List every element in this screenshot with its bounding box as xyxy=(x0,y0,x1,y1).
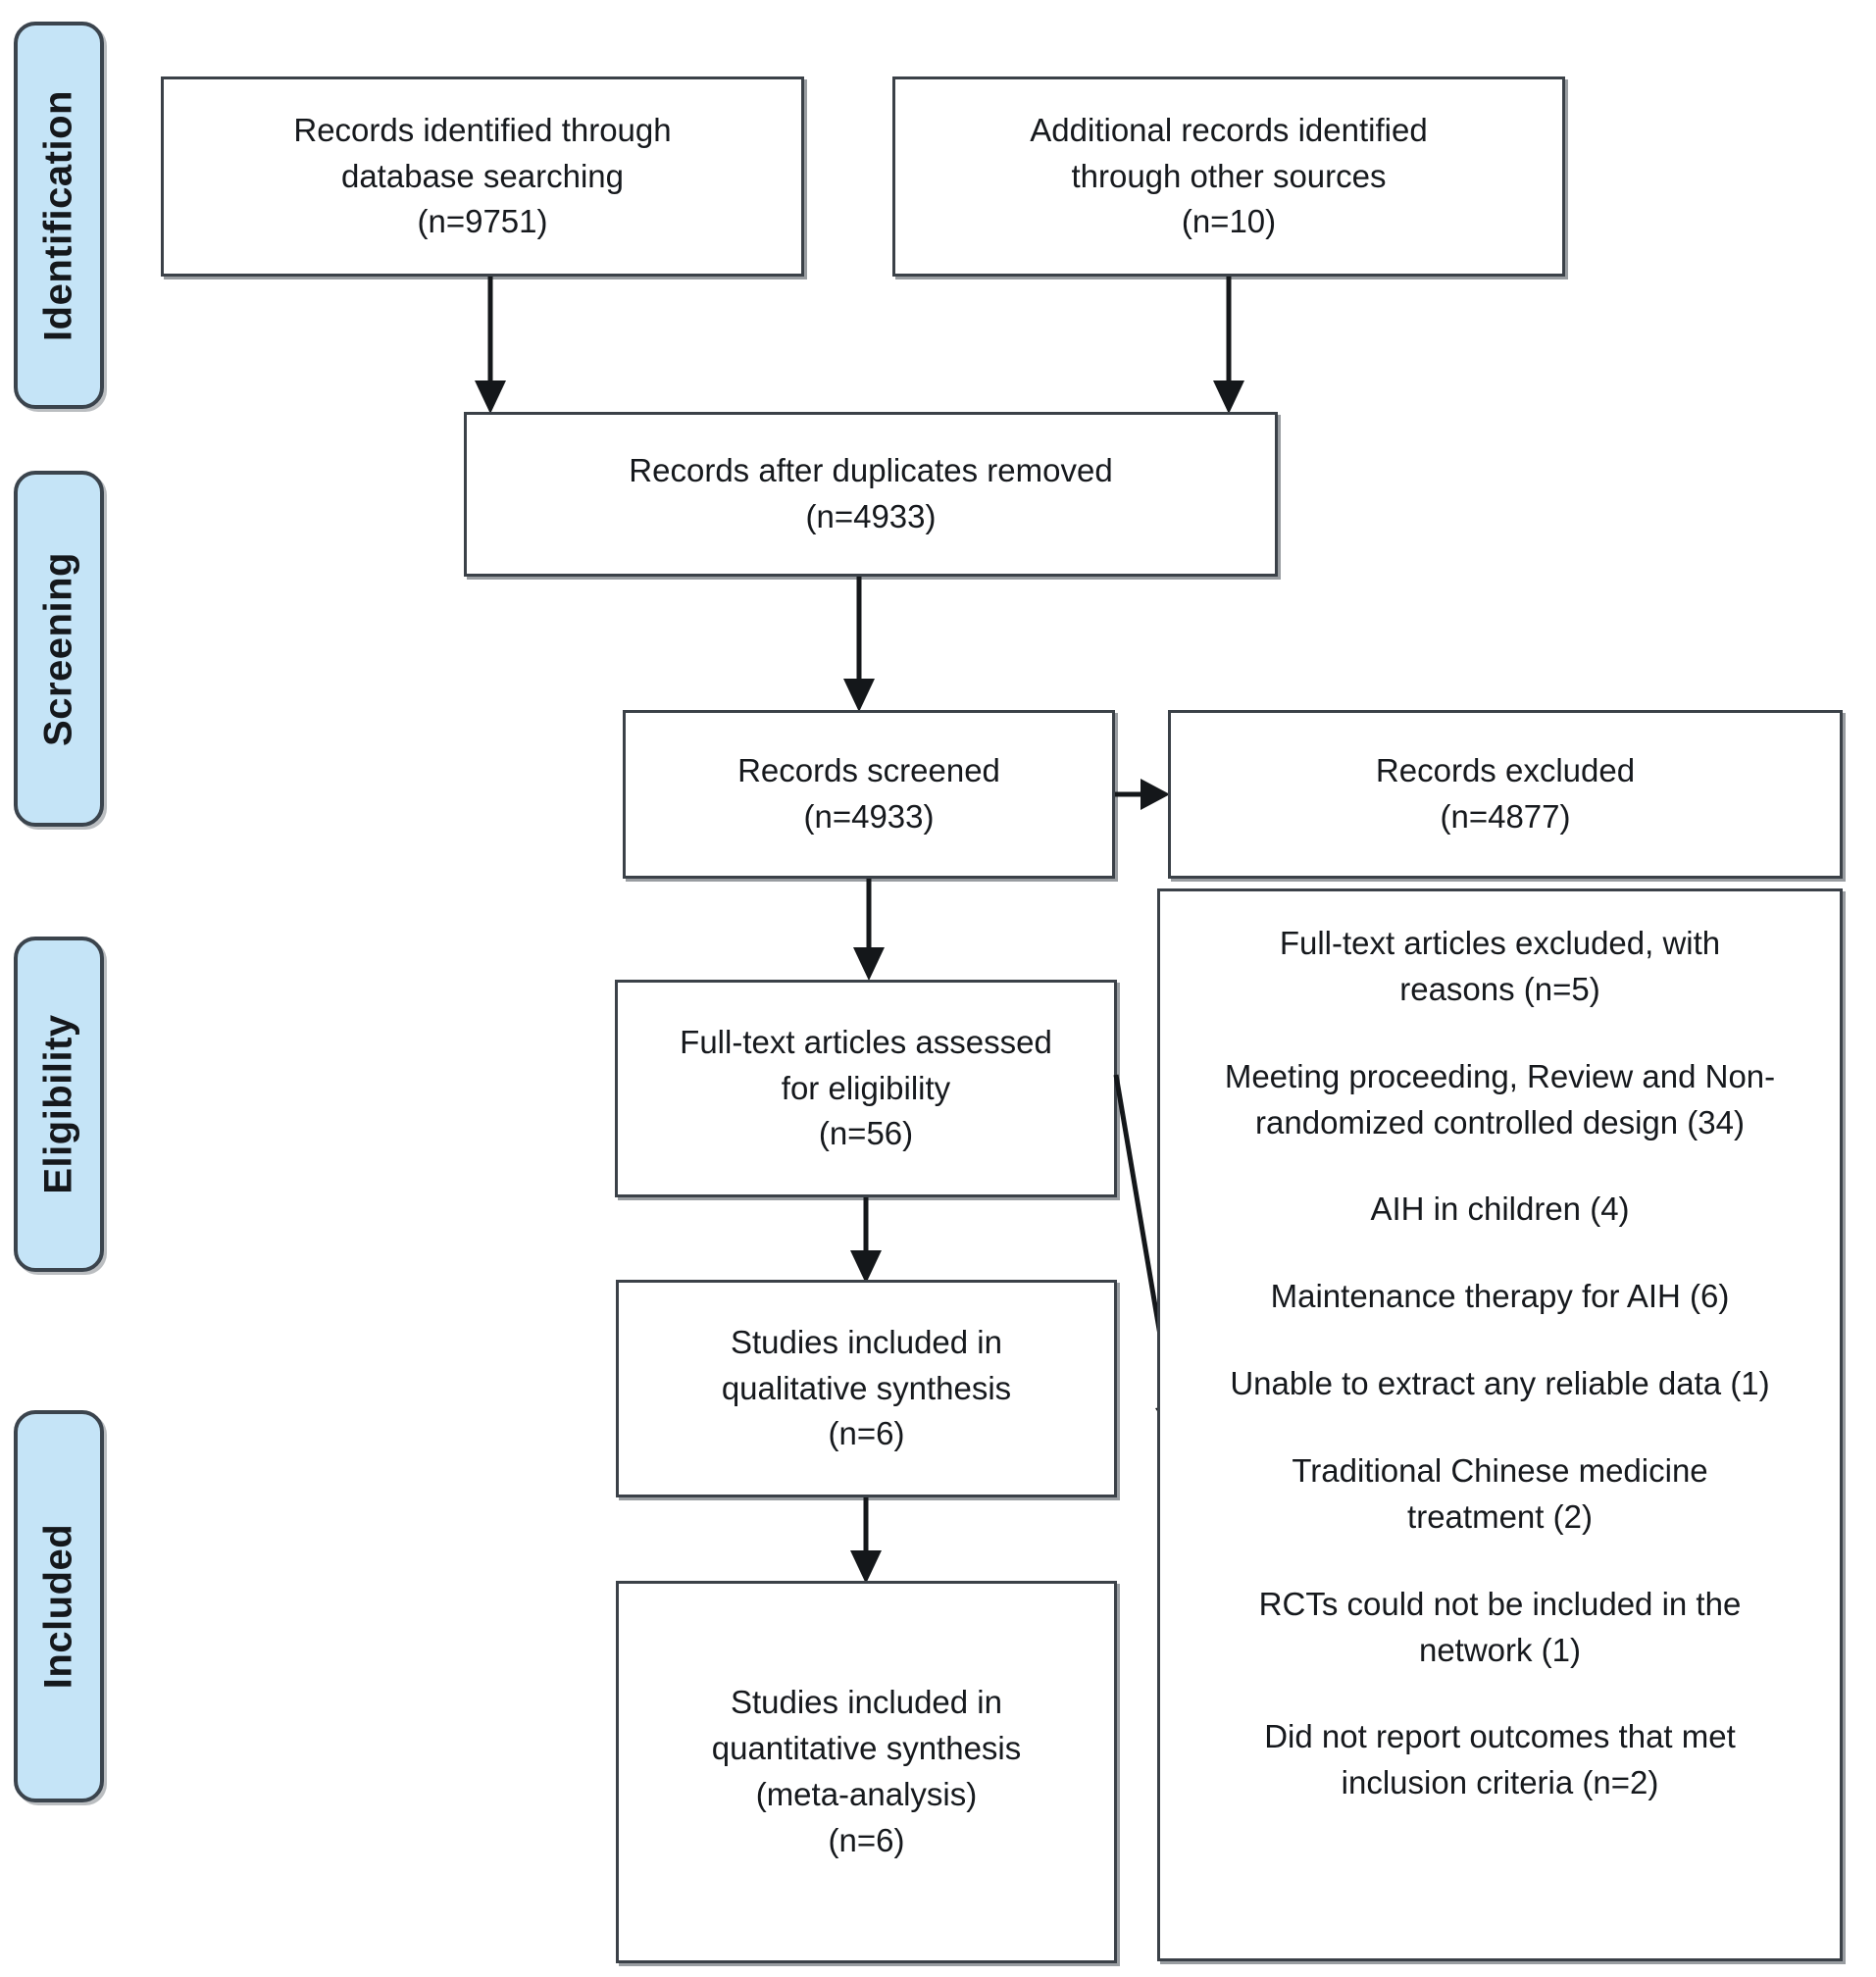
exclusion-reason-item: Traditional Chinese medicine treatment (… xyxy=(1292,1452,1708,1535)
arrow-fulltext-to-qualitative xyxy=(850,1197,882,1284)
box-text-qualitative: Studies included in qualitative synthesi… xyxy=(722,1320,1011,1458)
dedup-title: Records after duplicates removed xyxy=(629,452,1113,489)
arrow-db-search-to-dedup xyxy=(475,277,506,414)
box-text-dedup: Records after duplicates removed (n=4933… xyxy=(629,448,1112,540)
exclusion-reasons-heading: Full-text articles excluded, with reason… xyxy=(1279,925,1721,1007)
box-studies-quantitative-synthesis: Studies included in quantitative synthes… xyxy=(616,1581,1117,1963)
box-text-fulltext-assessed: Full-text articles assessed for eligibil… xyxy=(680,1020,1052,1158)
box-records-after-duplicates-removed: Records after duplicates removed (n=4933… xyxy=(464,412,1278,577)
screened-title: Records screened xyxy=(737,752,1000,789)
arrow-dedup-to-screened xyxy=(843,577,875,712)
stage-pill-eligibility: Eligibility xyxy=(14,937,104,1272)
rec-excl-count: (n=4877) xyxy=(1440,798,1571,835)
stage-label-screening: Screening xyxy=(36,551,80,746)
stage-label-eligibility: Eligibility xyxy=(36,1014,80,1194)
exclusion-reason-item: Did not report outcomes that met inclusi… xyxy=(1264,1718,1736,1801)
box-additional-records-other-sources: Additional records identified through ot… xyxy=(892,76,1565,277)
exclusion-reason-item: AIH in children (4) xyxy=(1370,1191,1630,1228)
qualitative-title: Studies included in qualitative synthesi… xyxy=(721,1323,1012,1406)
db-search-count: (n=9751) xyxy=(417,203,548,240)
box-text-records-excluded: Records excluded (n=4877) xyxy=(1376,748,1635,840)
screened-count: (n=4933) xyxy=(803,798,935,835)
box-text-quantitative: Studies included in quantitative synthes… xyxy=(712,1680,1022,1863)
arrow-qualitative-to-quantitative xyxy=(850,1497,882,1584)
dedup-count: (n=4933) xyxy=(805,498,937,534)
stage-label-identification: Identification xyxy=(36,89,80,341)
stage-pill-included: Included xyxy=(14,1410,104,1802)
exclusion-reason-item: Unable to extract any reliable data (1) xyxy=(1230,1365,1770,1402)
box-records-excluded: Records excluded (n=4877) xyxy=(1168,710,1843,879)
quantitative-count: (n=6) xyxy=(828,1821,905,1858)
exclusion-reasons-list: Full-text articles excluded, with reason… xyxy=(1174,921,1826,1806)
box-text-records-screened: Records screened (n=4933) xyxy=(737,748,1000,840)
box-records-identified-database: Records identified through database sear… xyxy=(161,76,804,277)
arrow-screened-to-fulltext xyxy=(853,879,885,981)
exclusion-reason-item: RCTs could not be included in the networ… xyxy=(1258,1585,1742,1668)
exclusion-reason-item: Maintenance therapy for AIH (6) xyxy=(1270,1278,1730,1315)
box-fulltext-assessed-eligibility: Full-text articles assessed for eligibil… xyxy=(615,980,1117,1197)
qualitative-count: (n=6) xyxy=(828,1415,905,1452)
arrow-screened-to-records-excluded xyxy=(1115,779,1170,810)
box-records-screened: Records screened (n=4933) xyxy=(623,710,1115,879)
box-text-additional-records: Additional records identified through ot… xyxy=(1030,108,1427,246)
box-exclusion-reasons: Full-text articles excluded, with reason… xyxy=(1157,888,1843,1961)
rec-excl-title: Records excluded xyxy=(1375,752,1636,789)
fulltext-title: Full-text articles assessed for eligibil… xyxy=(680,1023,1052,1106)
other-src-count: (n=10) xyxy=(1181,203,1277,240)
stage-pill-identification: Identification xyxy=(14,22,104,409)
exclusion-reason-item: Meeting proceeding, Review and Non- rand… xyxy=(1224,1057,1776,1141)
box-studies-qualitative-synthesis: Studies included in qualitative synthesi… xyxy=(616,1280,1117,1497)
fulltext-count: (n=56) xyxy=(818,1115,914,1152)
stage-label-included: Included xyxy=(36,1523,80,1690)
box-text-records-identified-database: Records identified through database sear… xyxy=(293,108,671,246)
quantitative-title: Studies included in quantitative synthes… xyxy=(711,1684,1022,1812)
other-src-title: Additional records identified through ot… xyxy=(1030,111,1428,194)
arrow-other-sources-to-dedup xyxy=(1213,277,1244,414)
db-search-title: Records identified through database sear… xyxy=(293,111,672,194)
stage-pill-screening: Screening xyxy=(14,471,104,827)
